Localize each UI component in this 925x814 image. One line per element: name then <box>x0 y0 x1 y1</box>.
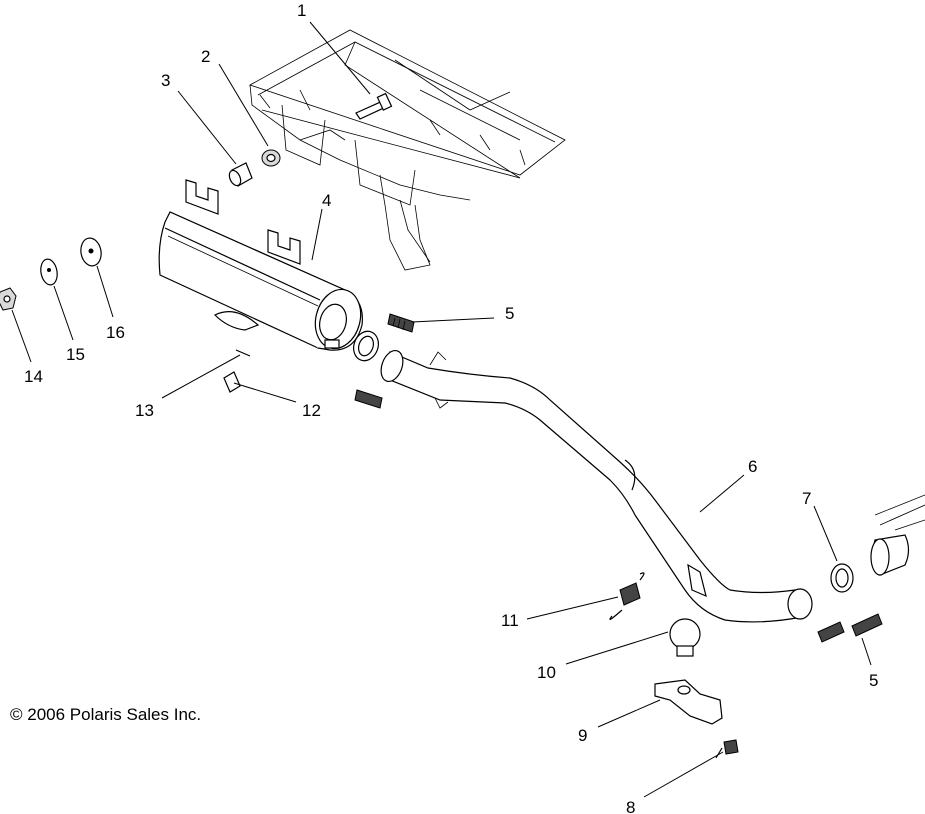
callout-13: 13 <box>135 401 154 420</box>
part-12-clip <box>223 371 241 393</box>
engine-outlet <box>870 494 925 576</box>
part-2-nut <box>261 149 281 167</box>
callout-4: 4 <box>322 191 331 210</box>
part-8-bolt <box>715 739 739 759</box>
part-5-spring-lower-right <box>817 613 883 643</box>
callout-7: 7 <box>802 489 811 508</box>
callout-5-upper: 5 <box>505 304 514 323</box>
part-14-nut <box>0 287 17 311</box>
callout-10: 10 <box>537 663 556 682</box>
callout-16: 16 <box>106 323 125 342</box>
part-9-bracket <box>654 679 723 725</box>
callout-14: 14 <box>24 367 43 386</box>
part-13-pin <box>235 349 251 357</box>
callout-15: 15 <box>66 345 85 364</box>
callout-3: 3 <box>161 71 170 90</box>
part-5-spring-upper <box>387 313 415 333</box>
part-11-spring <box>609 572 645 620</box>
callout-2: 2 <box>201 47 210 66</box>
callout-11: 11 <box>501 611 519 630</box>
part-7-gasket <box>830 563 854 593</box>
callout-12: 12 <box>302 401 321 420</box>
frame-structure <box>249 29 566 271</box>
leader-lines <box>11 21 872 798</box>
part-5-spring-lower-left <box>354 389 383 409</box>
part-10-cap <box>669 618 701 657</box>
part-1-bolt <box>355 92 393 120</box>
part-6-head-pipe <box>380 349 813 623</box>
gasket-muffler <box>353 330 379 362</box>
part-3-bushing <box>228 162 253 187</box>
callout-8: 8 <box>626 798 635 814</box>
callout-1: 1 <box>297 1 306 20</box>
copyright-notice: © 2006 Polaris Sales Inc. <box>10 705 201 724</box>
part-16-washer <box>80 237 102 267</box>
part-4-muffler <box>158 179 363 351</box>
callout-6: 6 <box>748 457 757 476</box>
callout-labels: 1 2 3 4 5 6 7 5 8 9 10 11 12 13 14 15 16 <box>24 1 878 814</box>
callout-5-lower: 5 <box>869 671 878 690</box>
callout-9: 9 <box>578 726 587 745</box>
part-15-washer <box>40 258 58 286</box>
